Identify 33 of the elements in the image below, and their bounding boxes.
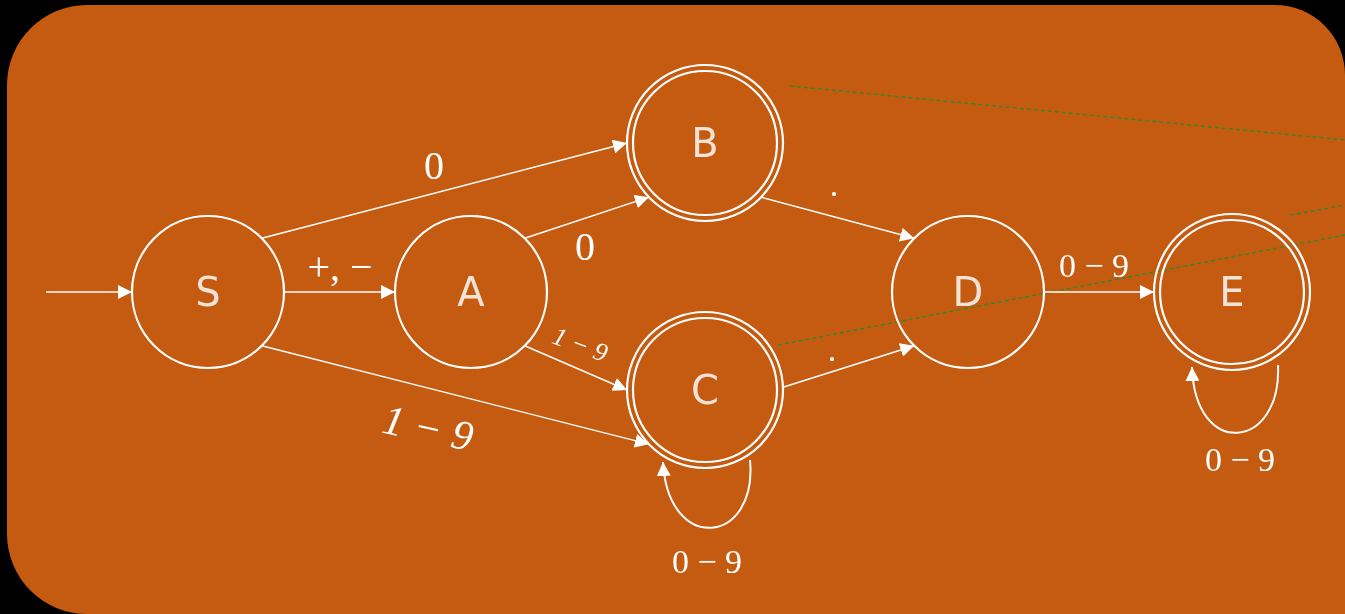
state-label: D bbox=[952, 269, 984, 315]
transition-arrow bbox=[1043, 285, 1155, 299]
transition-arrow bbox=[261, 139, 628, 239]
transition-arrow bbox=[524, 194, 650, 239]
edge-label: 0 − 9 bbox=[1204, 441, 1276, 479]
state-label: E bbox=[1219, 269, 1245, 315]
state-circle bbox=[130, 214, 286, 370]
edge-label: 0 − 9 bbox=[1058, 247, 1130, 285]
state-circle bbox=[393, 214, 549, 370]
state-label: B bbox=[691, 120, 719, 166]
state-label: C bbox=[691, 367, 719, 413]
edge-label: +, − bbox=[307, 242, 373, 290]
edge-label: 0 bbox=[424, 141, 444, 189]
edge-label: . bbox=[829, 166, 839, 204]
transition-arrow bbox=[760, 196, 915, 242]
accepting-state-circle bbox=[1152, 212, 1312, 372]
transition-arrow bbox=[782, 343, 915, 388]
transition-arrow bbox=[261, 345, 650, 448]
edge-label: 1 − 9 bbox=[378, 395, 478, 461]
accepting-state-circle bbox=[625, 310, 785, 470]
transition-arrow bbox=[283, 285, 396, 299]
transition-arrow bbox=[45, 285, 133, 299]
accepting-state-circle bbox=[625, 63, 785, 223]
edge-label: 0 − 9 bbox=[671, 543, 743, 581]
edge-label: 1 − 9 bbox=[548, 321, 612, 369]
edge-label: 0 bbox=[575, 222, 595, 270]
self-loop-arrow bbox=[1186, 364, 1279, 434]
state-circle bbox=[890, 214, 1046, 370]
transition-arrow bbox=[524, 345, 628, 391]
edge-label: . bbox=[827, 331, 837, 369]
self-loop-arrow bbox=[658, 459, 752, 529]
state-label: S bbox=[195, 269, 221, 315]
state-label: A bbox=[457, 269, 485, 315]
